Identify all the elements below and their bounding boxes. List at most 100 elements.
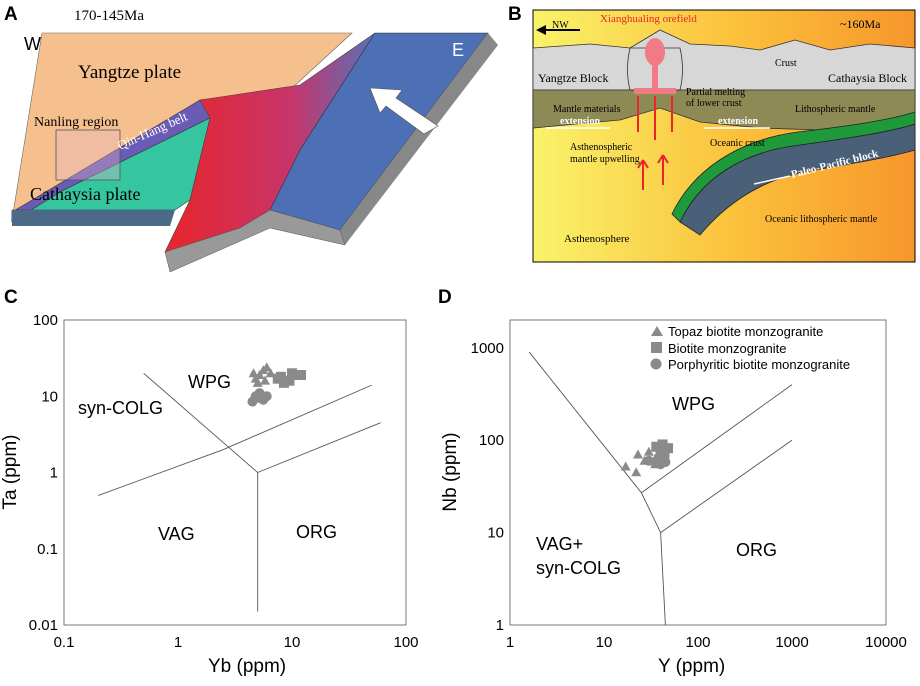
d-y-tick-label: 1 [496, 617, 504, 634]
panel-b-letter: B [508, 4, 522, 25]
plot-frame-d [509, 319, 887, 626]
c-circle-point [254, 388, 265, 399]
upwelling-line1: Asthenospheric [570, 142, 633, 153]
ore-body-shape [645, 38, 665, 66]
arrow-icon [369, 87, 439, 135]
panel-b-age: ~160Ma [840, 17, 881, 31]
data-points-d [620, 439, 674, 477]
upwelling-line2: mantle upwelling [570, 154, 640, 165]
crust-label: Crust [775, 58, 797, 69]
d-x-tick-label: 1000 [775, 634, 808, 651]
block-front-shape [164, 209, 346, 273]
cathaysia-side-shape [12, 210, 175, 226]
c-y-tick-label: 1 [50, 465, 58, 482]
cathaysia-block-label: Cathaysia Block [828, 71, 907, 85]
c-y-tick-label: 10 [41, 388, 58, 405]
d-triangle-point [631, 467, 642, 477]
c-triangle-point [261, 362, 272, 372]
field-org-c: ORG [296, 522, 337, 542]
melt-zone-shape [634, 88, 676, 94]
d-field-boundary [528, 351, 666, 626]
orefield-outline [627, 47, 683, 91]
c-y-tick-label: 0.1 [37, 541, 58, 558]
y-axis-title-d: Nb (ppm) [440, 432, 461, 511]
c-field-boundary [98, 384, 372, 496]
oceanic-lithosphere-label: Oceanic lithospheric mantle [765, 214, 878, 225]
field-vag-d: VAG+ [536, 534, 583, 554]
c-square-point [275, 371, 286, 382]
ore-conduit-shape [652, 60, 658, 90]
d-circle-point [660, 457, 671, 468]
nw-label: NW [552, 20, 569, 31]
d-y-tick-label: 100 [479, 432, 504, 449]
mantle-materials-label: Mantle materials [553, 104, 621, 115]
d-field-boundary [660, 439, 793, 533]
nanling-region-label: Nanling region [34, 115, 118, 130]
asthenosphere-label: Asthenosphere [564, 233, 629, 245]
d-triangle-point [643, 446, 654, 456]
yangtze-plate-label: Yangtze plate [78, 62, 181, 83]
panel-a-diagram: A 170-145Ma [4, 4, 513, 273]
partial-melting-line2: of lower crust [686, 98, 742, 109]
c-field-boundary [143, 372, 258, 473]
legend-item-porphyritic: Porphyritic biotite monzogranite [668, 357, 850, 372]
c-square-point [284, 375, 295, 386]
c-y-tick-label: 0.01 [29, 617, 58, 634]
nw-arrowhead-icon [536, 25, 546, 35]
d-x-tick-label: 100 [685, 634, 710, 651]
partial-melting-line1: Partial melting [686, 87, 745, 98]
panel-a-letter: A [4, 4, 18, 25]
field-wpg-d: WPG [672, 394, 715, 414]
field-wpg-c: WPG [188, 372, 231, 392]
field-syn-colg-c: syn-COLG [78, 398, 163, 418]
legend-square-marker [651, 342, 662, 353]
crust-layer [532, 29, 916, 91]
oceanic-crust-label: Oceanic crust [710, 138, 765, 149]
plot-frame-c [63, 319, 407, 626]
c-x-tick-label: 100 [393, 634, 418, 651]
c-x-tick-label: 0.1 [54, 634, 75, 651]
oceanic-crust-slab [671, 111, 916, 223]
legend-triangle-marker [651, 326, 663, 336]
panel-d-letter: D [438, 287, 452, 308]
cathaysia-plate-label: Cathaysia plate [30, 184, 140, 204]
d-x-tick-label: 10 [596, 634, 613, 651]
paleo-pacific-side-shape [340, 33, 498, 245]
c-triangle-point [254, 369, 265, 379]
c-square-point [296, 369, 307, 380]
legend-item-biotite: Biotite monzogranite [668, 341, 787, 356]
c-field-boundary [257, 422, 381, 473]
c-square-point [278, 377, 289, 388]
extension-left-label: extension [560, 116, 600, 127]
legend-circle-marker [650, 358, 662, 370]
field-syn-colg-d: syn-COLG [536, 558, 621, 578]
subduction-arrow [753, 175, 791, 185]
panel-b-diagram: B NW ~160Ma Xianghualing orefield Crust … [508, 4, 916, 263]
field-vag-c: VAG [158, 524, 195, 544]
extension-right-label: extension [718, 116, 758, 127]
y-axis-title-c: Ta (ppm) [0, 435, 21, 510]
d-x-tick-label: 10000 [865, 634, 907, 651]
lithospheric-mantle-label: Lithospheric mantle [795, 104, 876, 115]
d-y-tick-label: 10 [487, 525, 504, 542]
field-boundaries-c [98, 372, 381, 612]
d-triangle-point [620, 461, 631, 471]
panel-a-age: 170-145Ma [74, 8, 144, 24]
field-org-d: ORG [736, 540, 777, 560]
c-x-tick-label: 10 [284, 634, 301, 651]
orefield-label: Xianghualing orefield [600, 13, 697, 25]
d-y-tick-label: 1000 [471, 340, 504, 357]
c-y-tick-label: 100 [33, 312, 58, 329]
legend-d: Topaz biotite monzogranite Biotite monzo… [650, 324, 850, 372]
d-triangle-point [633, 449, 644, 459]
x-axis-title-d: Y (ppm) [658, 656, 725, 677]
c-x-tick-label: 1 [174, 634, 182, 651]
nanling-region-box [55, 129, 121, 181]
field-boundaries-d [528, 351, 793, 626]
lithospheric-mantle-layer [532, 89, 916, 131]
